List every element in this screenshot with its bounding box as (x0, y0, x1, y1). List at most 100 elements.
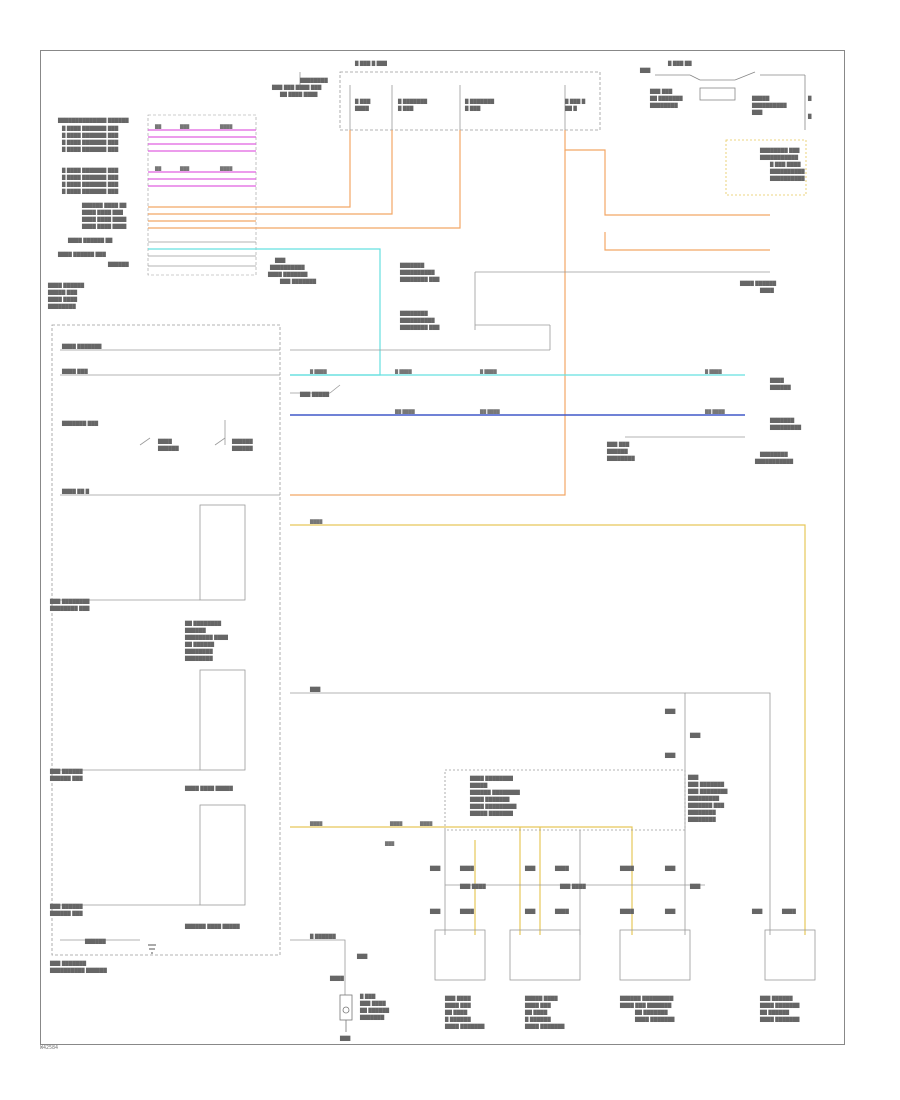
svg-text:███ ████: ███ ████ (359, 1000, 386, 1007)
svg-text:████████: ████████ (184, 648, 213, 655)
svg-text:█ ██████: █ ██████ (444, 1016, 471, 1023)
svg-text:██████ █████████: ██████ █████████ (619, 995, 674, 1002)
svg-text:██████: ██████ (606, 448, 628, 455)
svg-text:██████: ██████ (231, 445, 253, 452)
svg-text:██████: ██████ (231, 438, 253, 445)
svg-text:█: █ (807, 113, 812, 120)
door-switch-area (290, 692, 816, 995)
svg-text:████ ████████: ████ ████████ (469, 775, 513, 782)
svg-text:█ ███: █ ███ (397, 105, 414, 112)
svg-text:██████ ████ █████: ██████ ████ █████ (184, 923, 240, 930)
svg-text:█ ████: █ ████ (394, 369, 413, 374)
svg-text:███████████: ███████████ (759, 154, 799, 161)
svg-text:███: ███ (689, 732, 701, 739)
svg-text:█ ███████: █ ███████ (397, 98, 428, 105)
svg-text:██████ ████ ██: ██████ ████ ██ (81, 202, 127, 209)
svg-text:███: ███ (664, 708, 676, 715)
yellow-wires (290, 524, 806, 935)
svg-text:████: ████ (157, 438, 172, 445)
svg-text:█ ████: █ ████ (309, 369, 328, 374)
svg-text:███: ███ (524, 908, 536, 915)
svg-text:██████: ██████ (107, 261, 129, 268)
svg-text:██ ██████: ██ ██████ (759, 1009, 790, 1016)
svg-text:██████: ██████ (84, 938, 106, 945)
svg-text:█ ███ █ ███: █ ███ █ ███ (354, 60, 388, 67)
svg-text:██████: ██████ (157, 445, 179, 452)
svg-text:█████████: █████████ (687, 795, 720, 802)
svg-text:█ ███: █ ███ (464, 105, 481, 112)
svg-text:█████ ███████: █████ ███████ (469, 810, 513, 817)
svg-text:███████: ███████ (769, 417, 795, 424)
svg-text:████ ███████: ████ ███████ (759, 1002, 800, 1009)
svg-text:████████ ███: ████████ ███ (759, 147, 800, 154)
svg-text:█ ████ ███████ ███: █ ████ ███████ ███ (61, 139, 119, 146)
svg-text:██████████: ██████████ (751, 102, 787, 109)
courtesy-lamp (339, 994, 353, 1032)
pink-wire-labels: ██ ███ ████ ██ ███ ████ (154, 124, 233, 171)
svg-text:███████ ███: ███████ ███ (687, 802, 725, 809)
svg-text:█ ████ ███████ ███: █ ████ ███████ ███ (61, 188, 119, 195)
svg-text:███: ███ (664, 908, 676, 915)
svg-text:███: ███ (687, 774, 699, 781)
svg-text:████ ████ ████: ████ ████ ████ (81, 223, 127, 230)
svg-text:█ ██████: █ ██████ (309, 933, 336, 940)
svg-text:█████ ████: █████ ████ (524, 995, 558, 1002)
svg-text:█████: █████ (751, 95, 770, 102)
svg-text:████████: ████████ (184, 655, 213, 662)
top-right-switch (655, 71, 807, 196)
svg-text:█ ██████: █ ██████ (524, 1016, 551, 1023)
svg-text:██ ████: ██ ████ (524, 1009, 548, 1016)
svg-text:██ ███████: ██ ███████ (649, 95, 683, 102)
svg-text:███: ███ (751, 109, 763, 116)
svg-text:████: ████ (309, 519, 323, 524)
svg-text:████ █████████: ████ █████████ (469, 803, 517, 810)
svg-text:██████ ███: ██████ ███ (49, 775, 83, 782)
svg-text:████ ███████: ████ ███████ (759, 1016, 800, 1023)
svg-text:██ ████████: ██ ████████ (184, 620, 222, 627)
svg-text:████████: ████████ (759, 451, 788, 458)
page-code: W42584 (40, 1045, 59, 1051)
svg-text:███ ██████: ███ ██████ (49, 768, 83, 775)
svg-text:████████: ████████ (606, 455, 635, 462)
svg-text:███ ███████: ███ ███████ (279, 278, 317, 285)
svg-text:████ ███████: ████ ███████ (267, 271, 308, 278)
svg-text:█ ████ ███████ ███: █ ████ ███████ ███ (61, 132, 119, 139)
svg-text:███ ████: ███ ████ (444, 995, 471, 1002)
svg-text:██ █: ██ █ (564, 105, 577, 112)
svg-text:█: █ (807, 95, 812, 102)
svg-text:███ █████: ███ █████ (299, 391, 330, 398)
svg-text:█ ████ ███████ ███: █ ████ ███████ ███ (61, 146, 119, 153)
svg-text:████████: ████████ (649, 102, 678, 109)
orange-wires (148, 130, 770, 496)
svg-text:██████████: ██████████ (269, 264, 305, 271)
bcm-connector (147, 114, 257, 276)
cyan-wire (148, 248, 745, 376)
svg-text:██████████ ██████: ██████████ ██████ (49, 967, 107, 974)
svg-text:████: ████ (419, 821, 433, 826)
middle-switch-area (290, 271, 770, 438)
svg-text:████████: ████████ (687, 816, 716, 823)
svg-text:████████: ████████ (47, 303, 76, 310)
svg-text:█ ███ ██: █ ███ ██ (667, 60, 692, 67)
svg-text:███ ████: ███ ████ (559, 883, 586, 890)
svg-text:█ ███ ████: █ ███ ████ (769, 161, 801, 168)
svg-text:███: ███ (309, 686, 321, 693)
svg-text:████: ████ (389, 821, 403, 826)
svg-text:██ ████: ██ ████ (444, 1009, 468, 1016)
svg-text:███ ████: ███ ████ (459, 883, 486, 890)
svg-text:███: ███ (524, 865, 536, 872)
svg-text:██ ████: ██ ████ (394, 409, 416, 414)
svg-text:█ ███████: █ ███████ (464, 98, 495, 105)
ground-symbol (148, 944, 156, 954)
svg-text:██████████: ██████████ (769, 175, 805, 182)
svg-text:█ ███ █: █ ███ █ (564, 98, 586, 105)
svg-text:████: ████ (769, 377, 784, 384)
svg-text:█████████: █████████ (769, 424, 802, 431)
svg-text:███: ███ (429, 908, 441, 915)
svg-text:█ ████ ███████ ███: █ ████ ███████ ███ (61, 181, 119, 188)
left-module-labels: ████ ███████ ████ ███ ███████ ███ ████ █… (49, 343, 253, 974)
svg-text:████ ██████: ████ ██████ (739, 280, 777, 287)
svg-text:████ ██ █: ████ ██ █ (61, 488, 90, 495)
svg-text:████ ███: ████ ███ (444, 1002, 471, 1009)
